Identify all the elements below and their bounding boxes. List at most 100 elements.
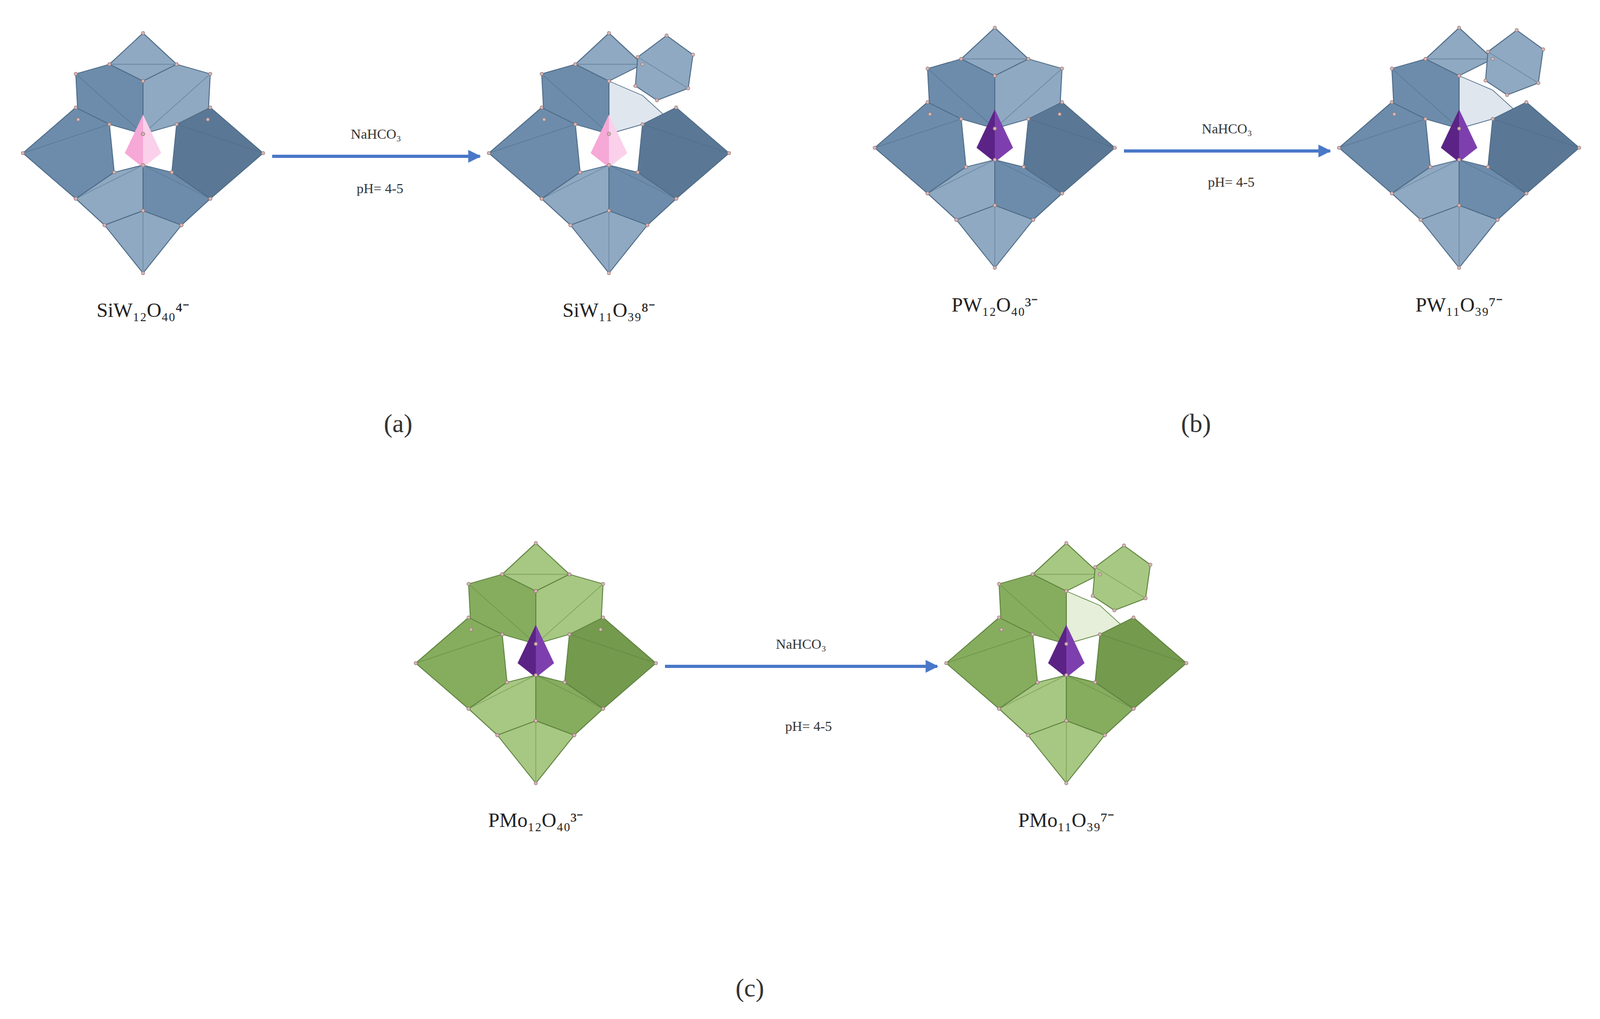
oxygen-atom bbox=[1457, 127, 1461, 131]
oxygen-atom bbox=[170, 170, 174, 174]
oxygen-atom bbox=[179, 223, 184, 227]
molecule-node: PW₁₂O₄₀³⁻ bbox=[872, 25, 1118, 318]
octahedron-edge bbox=[999, 584, 1067, 645]
oxygen-atom bbox=[993, 74, 997, 78]
oxygen-atom bbox=[540, 105, 544, 109]
polyhedron-illustration bbox=[872, 25, 1118, 271]
oxygen-atom bbox=[1505, 93, 1509, 97]
oxygen-atom bbox=[607, 132, 611, 136]
oxygen-atom bbox=[997, 707, 1001, 711]
oxygen-atom bbox=[607, 79, 611, 83]
oxygen-atom bbox=[208, 72, 212, 76]
octahedron-edge bbox=[927, 160, 995, 194]
oxygen-atom bbox=[1148, 563, 1152, 567]
keggin-cluster bbox=[414, 541, 658, 786]
oxygen-atom bbox=[534, 541, 538, 545]
oxygen-atom bbox=[1026, 733, 1030, 738]
oxygen-atom bbox=[655, 98, 659, 102]
polyhedron-illustration bbox=[486, 30, 732, 276]
oxygen-atom bbox=[1390, 191, 1394, 195]
oxygen-atom bbox=[466, 582, 471, 586]
octahedron-edge bbox=[109, 64, 177, 65]
oxygen-atom bbox=[1515, 28, 1519, 32]
oxygen-atom bbox=[993, 26, 997, 30]
condition-label: pH= 4-5 bbox=[356, 180, 404, 197]
oxygen-atom bbox=[607, 209, 611, 213]
oxygen-atom bbox=[607, 163, 611, 167]
formula-label: PW₁₁O₃₉⁷⁻ bbox=[1336, 25, 1582, 318]
octahedron-edge bbox=[994, 205, 995, 268]
oxygen-atom bbox=[1090, 594, 1095, 598]
oxygen-atom bbox=[645, 223, 649, 227]
oxygen-atom bbox=[534, 719, 538, 723]
oxygen-atom bbox=[1098, 572, 1102, 576]
oxygen-atom bbox=[1031, 218, 1035, 222]
oxygen-atom bbox=[141, 209, 145, 213]
octahedron-edge bbox=[1032, 574, 1100, 575]
panel-label: (a) bbox=[383, 408, 413, 439]
oxygen-atom bbox=[1031, 572, 1035, 576]
oxygen-atom bbox=[1060, 191, 1064, 195]
oxygen-atom bbox=[141, 209, 145, 213]
oxygen-atom bbox=[534, 673, 538, 677]
oxygen-atom bbox=[601, 615, 605, 620]
oxygen-atom bbox=[578, 170, 582, 174]
oxygen-atom bbox=[1093, 565, 1097, 569]
oxygen-atom bbox=[1491, 117, 1495, 121]
oxygen-atom bbox=[540, 196, 544, 201]
octahedron-edge bbox=[961, 58, 1029, 60]
oxygen-atom bbox=[1423, 57, 1428, 61]
oxygen-atom bbox=[640, 62, 645, 66]
oxygen-atom bbox=[1026, 57, 1031, 61]
oxygen-atom bbox=[141, 271, 145, 275]
polyhedron-illustration bbox=[943, 540, 1190, 787]
oxygen-atom bbox=[500, 572, 504, 576]
shifted-octahedron bbox=[1485, 29, 1544, 95]
oxygen-atom bbox=[74, 196, 78, 201]
oxygen-atom bbox=[540, 196, 544, 201]
oxygen-atom bbox=[607, 31, 611, 35]
oxygen-atom bbox=[1031, 632, 1035, 637]
central-tetrahedron bbox=[535, 624, 554, 678]
oxygen-atom bbox=[568, 223, 573, 227]
oxygen-atom bbox=[1064, 719, 1068, 723]
octahedron-edge bbox=[535, 721, 536, 784]
central-tetrahedron bbox=[1048, 624, 1067, 678]
oxygen-atom bbox=[607, 79, 611, 83]
octahedron-edge bbox=[1065, 721, 1067, 784]
central-tetrahedron bbox=[1459, 109, 1478, 163]
oxygen-atom bbox=[1035, 680, 1040, 685]
octahedron bbox=[1420, 205, 1498, 268]
oxygen-atom bbox=[466, 707, 471, 711]
oxygen-atom bbox=[487, 151, 491, 155]
oxygen-atom bbox=[107, 62, 112, 66]
oxygen-atom bbox=[674, 105, 678, 109]
oxygen-atom bbox=[573, 62, 577, 66]
oxygen-atom bbox=[206, 117, 210, 122]
formula-label: PW₁₂O₄₀³⁻ bbox=[872, 25, 1118, 318]
oxygen-atom bbox=[636, 170, 640, 174]
oxygen-atom bbox=[112, 170, 116, 174]
oxygen-atom bbox=[1457, 203, 1461, 208]
octahedron-edge bbox=[535, 675, 604, 710]
oxygen-atom bbox=[1026, 733, 1030, 738]
keggin-cluster bbox=[873, 26, 1117, 270]
oxygen-atom bbox=[1103, 733, 1107, 738]
oxygen-atom bbox=[1419, 218, 1423, 222]
oxygen-atom bbox=[607, 209, 611, 213]
oxygen-atom bbox=[567, 572, 572, 576]
oxygen-atom bbox=[568, 223, 573, 227]
oxygen-atom bbox=[1064, 719, 1068, 723]
condition-label: pH= 4-5 bbox=[785, 718, 833, 735]
molecule-node: PMo₁₁O₃₉⁷⁻ bbox=[943, 540, 1190, 834]
keggin-cluster bbox=[21, 31, 265, 275]
octahedron-edge bbox=[575, 64, 643, 65]
oxygen-atom bbox=[542, 117, 546, 122]
oxygen-atom bbox=[1112, 608, 1116, 613]
oxygen-atom bbox=[1390, 100, 1394, 104]
oxygen-atom bbox=[1026, 57, 1031, 61]
oxygen-atom bbox=[1577, 146, 1581, 150]
oxygen-atom bbox=[141, 163, 145, 167]
oxygen-atom bbox=[640, 122, 645, 126]
panel-label: (c) bbox=[735, 973, 764, 1003]
